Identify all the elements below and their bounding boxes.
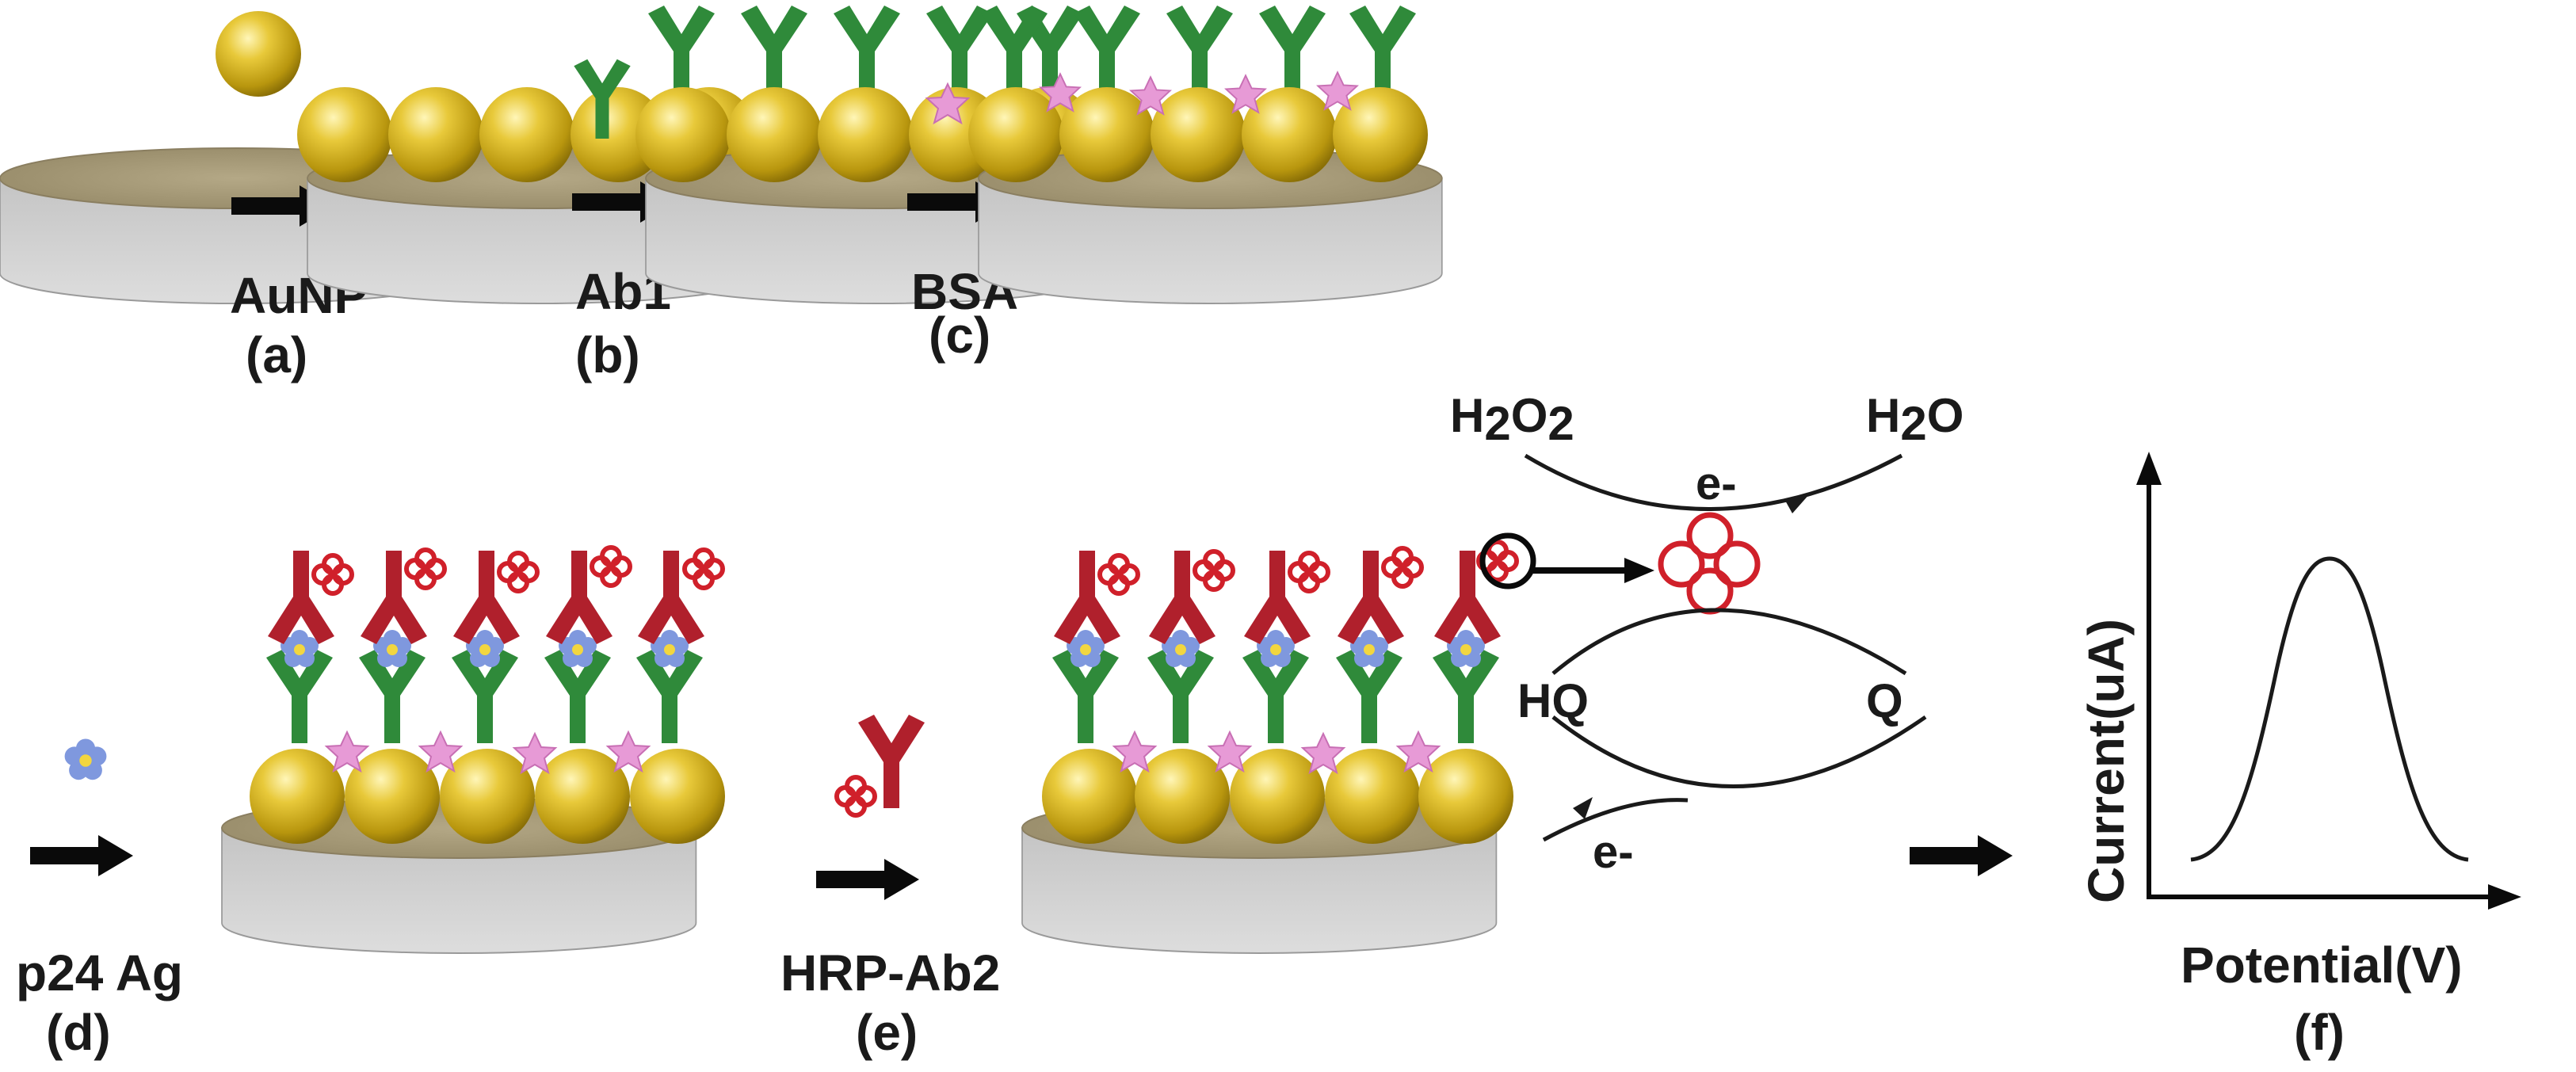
h2o2-label: H2O2 — [1450, 389, 1574, 450]
plot-y-arrowhead — [2136, 452, 2162, 485]
step-d-reagent: p24 Ag — [16, 944, 183, 1001]
redox-cycle — [1524, 453, 1927, 842]
q-label: Q — [1866, 674, 1903, 727]
electrode-hrp-ab2 — [1021, 542, 1517, 954]
electron-arrowhead-bottom — [1573, 797, 1593, 819]
plot-curve — [2190, 556, 2469, 862]
arrow-step-f — [1910, 835, 2013, 876]
hq-label: HQ — [1517, 674, 1589, 727]
step-a-letter: (a) — [246, 326, 307, 383]
hrp-zoom-callout — [1479, 532, 1654, 589]
step-d-letter: (d) — [46, 1004, 111, 1061]
step-e-reagent: HRP-Ab2 — [780, 944, 1000, 1001]
hrp-ab2-conjugate-icon — [837, 715, 925, 815]
p24-antigen-icon — [64, 738, 107, 780]
electron-arrowhead-top — [1784, 493, 1811, 513]
step-f-letter: (f) — [2294, 1004, 2345, 1061]
step-e-letter: (e) — [856, 1004, 918, 1061]
arrow-step-d — [30, 835, 133, 876]
step-b-letter: (b) — [575, 326, 640, 383]
electron-label-bottom: e- — [1593, 826, 1634, 878]
electrode-antigen — [221, 547, 725, 954]
electrode-bsa — [968, 6, 1443, 304]
arrow-step-e — [816, 859, 919, 900]
plot-x-arrowhead — [2488, 884, 2521, 910]
h2o-label: H2O — [1866, 389, 1963, 450]
plot-xlabel: Potential(V) — [2181, 937, 2463, 994]
electron-label-top: e- — [1696, 458, 1737, 509]
step-c-letter: (c) — [929, 307, 990, 364]
dpv-plot — [2136, 452, 2521, 910]
hrp-enzyme-icon — [1658, 512, 1761, 615]
gold-nanoparticle-icon — [216, 10, 301, 97]
plot-ylabel: Current(uA) — [2078, 619, 2135, 903]
